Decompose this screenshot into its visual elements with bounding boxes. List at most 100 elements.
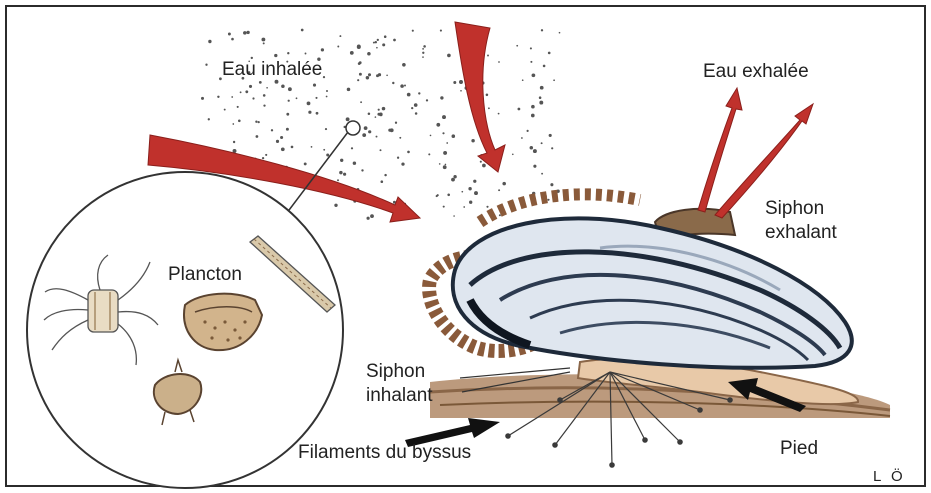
water-particle	[364, 126, 368, 130]
water-particle	[530, 47, 532, 49]
water-particle	[377, 113, 380, 116]
byssus-attachment-dot	[506, 434, 510, 438]
water-particle	[261, 38, 265, 42]
water-particle	[541, 173, 543, 175]
water-particle	[436, 123, 440, 127]
water-particle	[231, 38, 234, 41]
water-particle	[407, 93, 411, 97]
water-particle	[384, 35, 387, 38]
water-particle	[321, 48, 324, 51]
water-particle	[232, 123, 234, 125]
water-particle	[439, 163, 441, 165]
water-particle	[430, 135, 432, 137]
water-particle	[361, 169, 363, 171]
water-particle	[548, 52, 551, 55]
water-particle	[249, 85, 252, 88]
water-particle	[323, 149, 325, 151]
water-particle	[252, 97, 254, 99]
water-particle	[422, 52, 424, 54]
water-particle	[547, 199, 549, 201]
byssus-attachment-dot	[728, 398, 732, 402]
water-particle	[377, 39, 379, 41]
water-particle	[445, 164, 447, 166]
water-particle	[541, 29, 543, 31]
water-particle	[442, 115, 446, 119]
water-particle	[482, 164, 486, 168]
water-particle	[266, 87, 268, 89]
water-particle	[452, 134, 456, 138]
label-siphon-exhalant: Siphon exhalant	[765, 197, 837, 245]
water-particle	[368, 130, 371, 133]
water-particle	[265, 154, 267, 156]
water-particle	[337, 179, 339, 181]
water-particle	[422, 56, 424, 58]
water-particle	[347, 88, 351, 92]
water-particle	[311, 146, 313, 148]
water-particle	[426, 99, 428, 101]
water-particle	[359, 73, 362, 76]
water-particle	[358, 62, 361, 65]
water-particle	[474, 191, 478, 195]
water-particle	[258, 121, 260, 123]
water-particle	[533, 149, 537, 153]
water-particle	[487, 55, 489, 57]
water-particle	[301, 29, 304, 32]
label-siphon-exhalant-line2: exhalant	[765, 221, 837, 245]
water-particle	[468, 187, 471, 190]
water-particle	[440, 96, 443, 99]
water-particle	[453, 175, 456, 178]
water-particle	[498, 61, 500, 63]
water-particle	[376, 74, 379, 77]
water-particle	[228, 33, 231, 36]
water-particle	[376, 136, 378, 138]
water-particle	[326, 154, 329, 157]
water-particle	[366, 76, 369, 79]
water-particle	[532, 73, 536, 77]
water-particle	[263, 104, 265, 106]
water-particle	[488, 107, 490, 109]
water-particle	[553, 79, 555, 81]
water-particle	[367, 52, 371, 56]
plankton-magnified-circle	[27, 172, 343, 488]
water-particle	[469, 201, 472, 204]
water-particle	[498, 113, 500, 115]
water-particle	[414, 103, 418, 107]
water-particle	[316, 112, 319, 115]
water-particle	[518, 108, 521, 111]
water-particle	[428, 153, 430, 155]
water-particle	[304, 162, 307, 165]
water-particle	[373, 42, 375, 44]
label-plancton: Plancton	[168, 263, 242, 287]
water-particle	[411, 107, 413, 109]
label-eau-inhalee: Eau inhalée	[222, 58, 322, 82]
water-particle	[539, 96, 542, 99]
water-particle	[400, 84, 404, 88]
water-particle	[337, 46, 339, 48]
water-particle	[392, 82, 394, 84]
water-particle	[287, 52, 289, 54]
label-siphon-inhalant-line2: inhalant	[366, 384, 433, 408]
water-particle	[263, 42, 265, 44]
water-particle	[340, 159, 343, 162]
water-particle	[393, 39, 396, 42]
water-particle	[453, 81, 456, 84]
water-particle	[274, 54, 277, 57]
water-particle	[286, 113, 289, 116]
water-particle	[362, 133, 366, 137]
water-particle	[291, 146, 294, 149]
water-particle	[360, 101, 362, 103]
water-particle	[459, 80, 463, 84]
water-particle	[386, 75, 388, 77]
water-particle	[313, 84, 316, 87]
byssus-attachment-dot	[558, 398, 562, 402]
water-particle	[530, 61, 532, 63]
label-siphon-inhalant-line1: Siphon	[366, 360, 433, 384]
water-particle	[339, 35, 341, 37]
water-particle	[308, 111, 311, 114]
water-particle	[376, 47, 378, 49]
water-particle	[480, 161, 482, 163]
water-particle	[276, 140, 279, 143]
water-particle	[201, 97, 204, 100]
water-particle	[471, 139, 474, 142]
water-particle	[440, 30, 442, 32]
